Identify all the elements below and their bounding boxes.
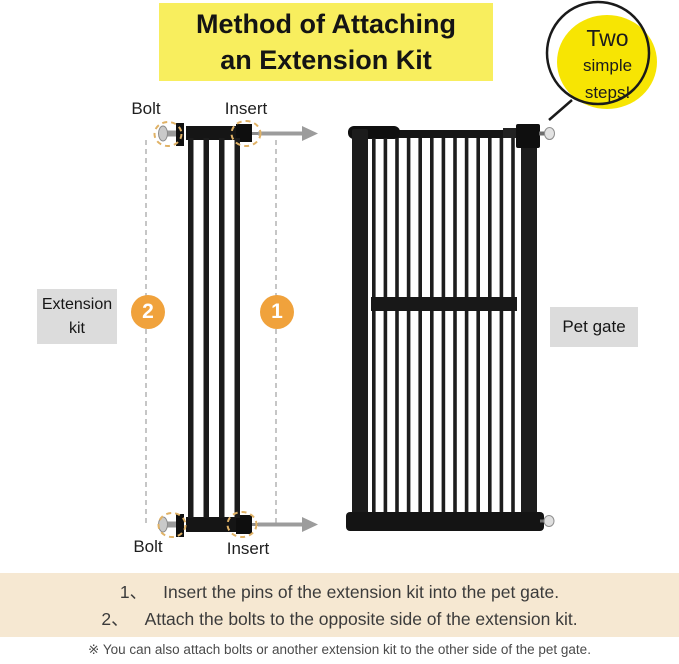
arrow-bottom-icon — [258, 517, 318, 532]
instruction-step-1-number: 1、 — [119, 581, 148, 602]
instruction-step-1-text: Insert the pins of the extension kit int… — [163, 581, 560, 602]
bolt-top-label: Bolt — [131, 99, 161, 118]
two-steps-bubble — [545, 0, 657, 121]
pet-gate-illustration — [346, 124, 555, 531]
page-title-line2: an Extension Kit — [220, 45, 432, 75]
bubble-line3: steps! — [584, 83, 631, 102]
footnote: ※ You can also attach bolts or another e… — [88, 642, 591, 657]
extension-kit-illustration — [145, 120, 318, 538]
extension-kit-label-line1: Extension — [41, 296, 113, 313]
instructions-panel: 1、 Insert the pins of the extension kit … — [0, 573, 679, 637]
gate-bottom-rail — [346, 512, 544, 531]
pet-gate-label: Pet gate — [550, 307, 638, 347]
arrow-top-icon — [258, 126, 318, 141]
two-steps-bubble-text: Two simple steps! — [560, 24, 655, 106]
bubble-fill — [557, 15, 657, 109]
bolt-top-icon — [158, 123, 184, 146]
gate-bars — [372, 138, 515, 517]
gate-middle-rail — [371, 297, 517, 311]
page-title: Method of Attaching an Extension Kit — [159, 3, 493, 81]
step-badge-2: 2 — [131, 295, 165, 329]
bubble-line2: simple — [582, 56, 633, 75]
instruction-step-1: 1、 Insert the pins of the extension kit … — [0, 581, 679, 603]
instruction-step-2: 2、 Attach the bolts to the opposite side… — [0, 608, 679, 630]
extension-kit-label: Extension kit — [37, 289, 117, 344]
dashed-circle-bolt-bottom — [157, 512, 187, 538]
dashed-circle-insert-top — [230, 120, 262, 147]
insert-top-label: Insert — [224, 99, 268, 118]
bubble-outline-circle — [545, 0, 651, 106]
insert-bottom-label: Insert — [226, 539, 270, 558]
dashed-circle-insert-bottom — [226, 511, 258, 538]
bolt-bottom-label: Bolt — [133, 537, 163, 556]
bubble-tail — [548, 99, 573, 121]
extension-kit-label-line2: kit — [69, 320, 85, 337]
instruction-step-2-number: 2、 — [101, 608, 129, 629]
step-badge-1: 1 — [260, 295, 294, 329]
gate-bottom-knob-icon — [540, 515, 555, 527]
instruction-step-2-text: Attach the bolts to the opposite side of… — [144, 608, 578, 629]
bubble-line1: Two — [586, 25, 629, 51]
gate-latch-icon — [503, 124, 555, 148]
page-title-line1: Method of Attaching — [196, 9, 456, 39]
dashed-circle-bolt-top — [153, 121, 183, 147]
